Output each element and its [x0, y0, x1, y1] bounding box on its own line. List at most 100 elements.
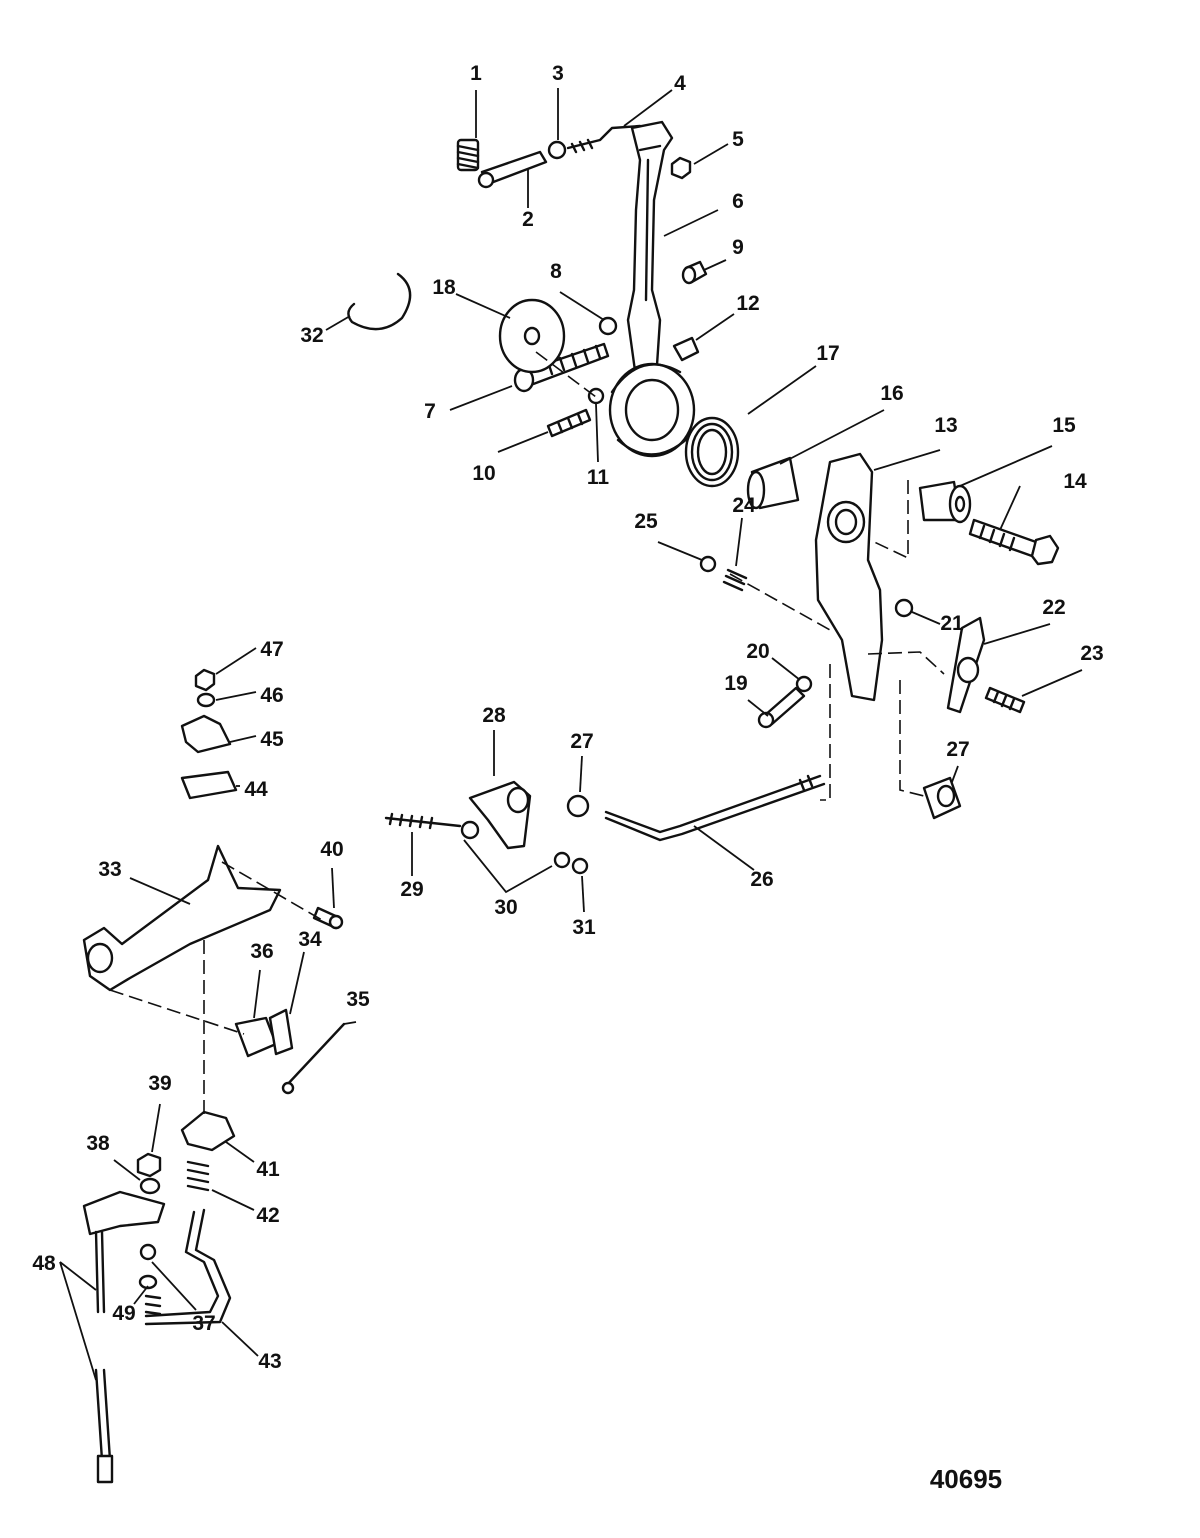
part-11-nut [587, 387, 605, 405]
part-4-rod [566, 124, 642, 154]
callout-33: 33 [98, 858, 121, 881]
part-49-nut [144, 1294, 162, 1316]
part-6-throttle-arm [626, 120, 674, 382]
callout-36: 36 [250, 940, 273, 963]
callout-49: 49 [112, 1302, 135, 1325]
part-16-sleeve [746, 456, 800, 510]
callout-44: 44 [244, 778, 268, 801]
callout-25: 25 [634, 510, 658, 533]
callout-9: 9 [732, 236, 744, 259]
callout-12: 12 [736, 292, 759, 315]
callout-20: 20 [746, 640, 769, 663]
part-22-lever [946, 616, 986, 714]
part-3-nut [547, 140, 567, 160]
leader-lines [59, 88, 1083, 1381]
callout-34: 34 [298, 928, 322, 951]
callout-24: 24 [732, 494, 756, 517]
part-25-nut [699, 555, 717, 573]
callout-13: 13 [934, 414, 957, 437]
callout-31: 31 [572, 916, 596, 939]
part-21-nut [894, 598, 914, 618]
part-7-screw [513, 342, 610, 393]
callout-1: 1 [470, 62, 482, 85]
part-23-screw [984, 686, 1026, 714]
part-5-nut [670, 156, 692, 180]
assembly-lines [109, 351, 945, 1118]
part-8-nut [598, 316, 618, 336]
part-14-bolt [968, 518, 1060, 566]
part-48-rods [94, 1230, 114, 1484]
part-44-plate [180, 770, 238, 800]
callout-29: 29 [400, 878, 423, 901]
part-38-washer [139, 1177, 161, 1195]
callout-18: 18 [432, 276, 456, 299]
callout-30: 30 [494, 896, 517, 919]
figure-number: 40695 [930, 1464, 1002, 1494]
callout-27-upper: 27 [570, 730, 593, 753]
part-10-screw [546, 408, 592, 438]
callout-2: 2 [522, 208, 534, 231]
callout-47: 47 [260, 638, 283, 661]
part-27-bushing-lower [922, 776, 962, 820]
callout-19: 19 [724, 672, 747, 695]
callout-17: 17 [816, 342, 839, 365]
part-27-bushing-upper [566, 794, 590, 818]
callout-5: 5 [732, 128, 744, 151]
callout-41: 41 [256, 1158, 280, 1181]
callout-22: 22 [1042, 596, 1065, 619]
callout-7: 7 [424, 400, 436, 423]
part-28-cam [468, 780, 532, 850]
callout-3: 3 [552, 62, 564, 85]
part-26-link-rod [604, 774, 826, 842]
callout-4: 4 [674, 72, 686, 95]
part-2-pin [477, 150, 548, 189]
part-31-nut [571, 857, 589, 875]
part-12-cap [672, 336, 700, 362]
part-46-washer [196, 692, 216, 708]
part-45-bracket [180, 714, 232, 754]
part-24-spring [722, 568, 748, 592]
callout-21: 21 [940, 612, 964, 635]
callout-43: 43 [258, 1350, 281, 1373]
callout-35: 35 [346, 988, 370, 1011]
callout-16: 16 [880, 382, 903, 405]
part-35-screw [281, 1022, 346, 1095]
callout-8: 8 [550, 260, 562, 283]
part-40-screw [312, 906, 344, 930]
part-32-clip [347, 272, 412, 331]
callout-42: 42 [256, 1204, 279, 1227]
part-18-washer [498, 298, 566, 374]
callout-38: 38 [86, 1132, 110, 1155]
parts-layer [82, 120, 1060, 1484]
part-30-nut [460, 820, 571, 869]
part-39-nut [136, 1152, 162, 1178]
part-1-spring [456, 138, 480, 172]
callout-labels: 1 2 3 4 5 6 7 8 9 10 11 12 13 14 15 16 1… [32, 62, 1103, 1373]
callout-26: 26 [750, 868, 773, 891]
part-9-bushing [681, 260, 708, 285]
callout-11: 11 [587, 466, 610, 489]
part-41-block [180, 1110, 236, 1152]
callout-48: 48 [32, 1252, 56, 1275]
callout-27-lower: 27 [946, 738, 969, 761]
part-34-plate [268, 1008, 294, 1056]
part-20-nut [795, 675, 813, 693]
part-43-bent-lever [144, 1208, 232, 1326]
part-29-stud [384, 812, 462, 830]
callout-37: 37 [192, 1312, 215, 1335]
part-15-bushing [918, 480, 972, 524]
part-17-coil-spring [684, 416, 740, 488]
callout-14: 14 [1063, 470, 1087, 493]
part-19-screw [757, 686, 806, 729]
callout-6: 6 [732, 190, 744, 213]
callout-32: 32 [300, 324, 323, 347]
callout-45: 45 [260, 728, 284, 751]
part-13-bracket [814, 452, 884, 702]
part-42-spring [186, 1160, 210, 1192]
callout-10: 10 [472, 462, 495, 485]
arm-hub [608, 362, 696, 458]
callout-15: 15 [1052, 414, 1076, 437]
callout-40: 40 [320, 838, 343, 861]
callout-39: 39 [148, 1072, 171, 1095]
